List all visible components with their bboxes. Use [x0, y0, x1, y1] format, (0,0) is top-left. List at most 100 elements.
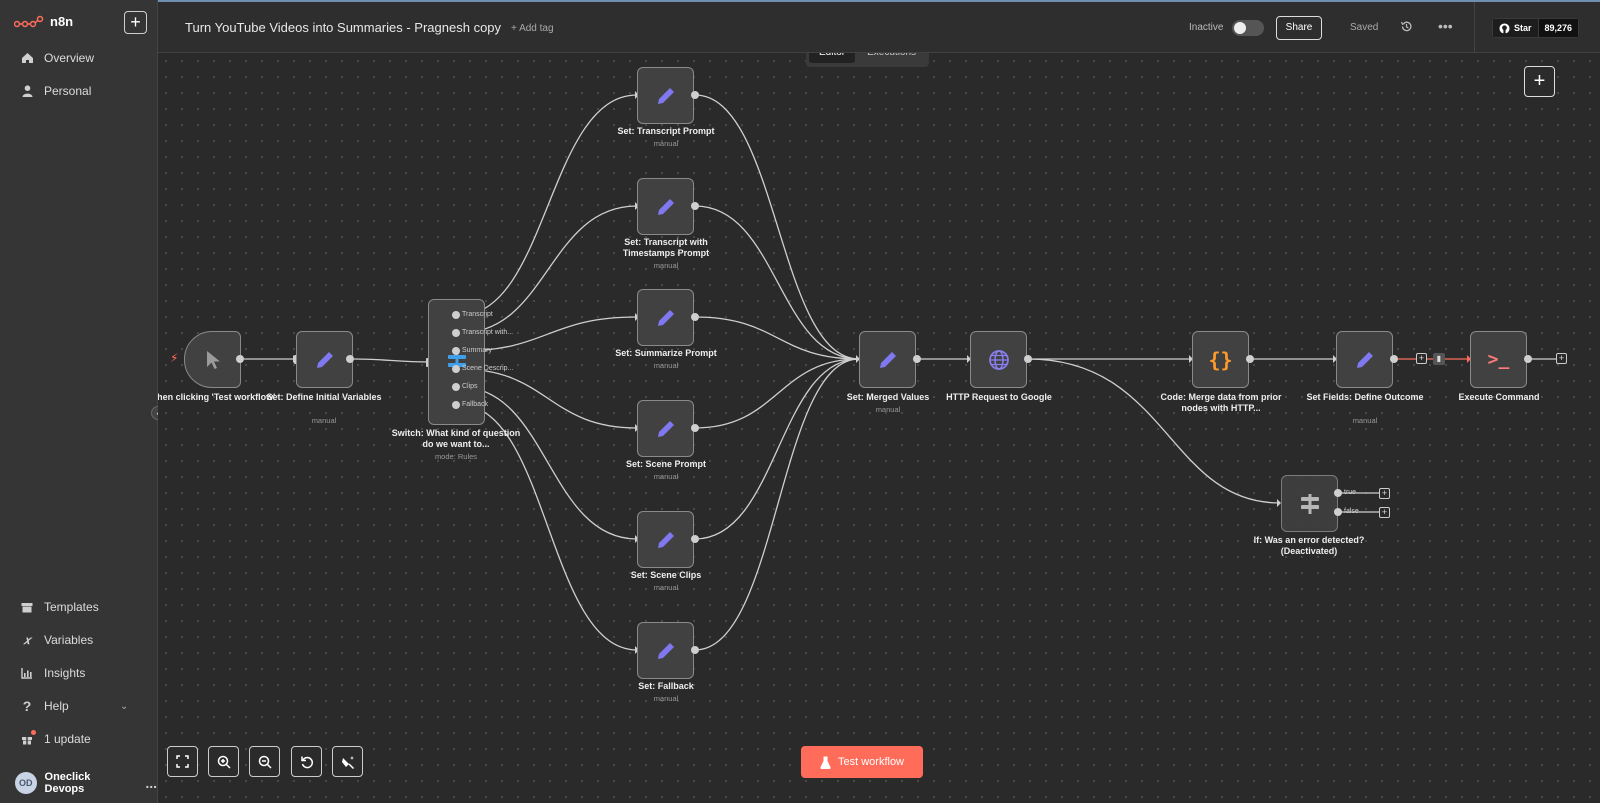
sidebar-item-variables[interactable]: 𝑥 Variables — [20, 630, 93, 650]
edge-transcript-merged — [694, 94, 860, 360]
output-label: Summary — [462, 347, 492, 354]
node-execute-command[interactable]: >_ — [1470, 331, 1527, 388]
reset-zoom-button[interactable] — [291, 746, 322, 777]
node-label: Set: Transcript with Timestamps Prompt — [622, 237, 710, 258]
node-subtitle: manual — [875, 405, 901, 414]
edge-timestamps-merged — [694, 205, 860, 360]
node-scene-prompt[interactable] — [637, 400, 694, 457]
sidebar-item-help[interactable]: ? Help — [20, 696, 69, 716]
edge-switch-summary — [459, 316, 638, 352]
pencil-icon — [657, 309, 674, 326]
add-node-button[interactable]: + — [1524, 66, 1555, 97]
pencil-icon — [657, 642, 674, 659]
sidebar-item-overview[interactable]: Overview — [20, 48, 94, 68]
sidebar-item-personal[interactable]: Personal — [20, 81, 91, 101]
zoom-in-button[interactable] — [208, 746, 239, 777]
output-port[interactable] — [691, 202, 699, 210]
sidebar-item-insights[interactable]: Insights — [20, 663, 85, 683]
add-false-branch-button[interactable]: + — [1379, 507, 1390, 518]
fit-view-button[interactable] — [167, 746, 198, 777]
output-port[interactable] — [236, 355, 244, 363]
node-label: Set: Scene Prompt — [625, 459, 707, 469]
brand-logo[interactable]: n8n — [14, 14, 73, 29]
output-label: false — [1344, 508, 1359, 515]
pencil-icon — [657, 420, 674, 437]
node-trigger[interactable] — [184, 331, 241, 388]
pencil-icon — [657, 531, 674, 548]
output-port[interactable] — [691, 535, 699, 543]
node-subtitle: manual — [653, 583, 679, 592]
add-tag-button[interactable]: + Add tag — [511, 23, 554, 34]
status-label: Inactive — [1189, 22, 1224, 33]
output-port[interactable] — [691, 91, 699, 99]
node-label: Set: Transcript Prompt — [617, 126, 715, 136]
node-scene-clips[interactable] — [637, 511, 694, 568]
user-menu[interactable]: OD Oneclick Devops ... — [15, 771, 157, 795]
undo-icon — [300, 756, 313, 768]
output-port[interactable] — [691, 424, 699, 432]
node-transcript-prompt[interactable] — [637, 67, 694, 124]
insert-node-button[interactable]: + — [1416, 353, 1427, 364]
output-port[interactable] — [1024, 355, 1032, 363]
output-label: Transcript — [462, 311, 493, 318]
active-toggle[interactable] — [1232, 20, 1264, 36]
share-button[interactable]: Share — [1276, 16, 1322, 40]
trash-icon[interactable]: ▮ — [1433, 353, 1445, 365]
edge-clips-merged — [694, 358, 860, 540]
output-port[interactable] — [691, 646, 699, 654]
output-port[interactable] — [913, 355, 921, 363]
edge-define-to-switch — [353, 358, 431, 363]
add-next-node-button[interactable]: + — [1556, 353, 1567, 364]
output-port[interactable] — [452, 365, 460, 373]
terminal-icon: >_ — [1487, 349, 1510, 370]
workflow-title[interactable]: Turn YouTube Videos into Summaries - Pra… — [185, 20, 502, 35]
chart-icon — [20, 666, 34, 680]
more-options-icon[interactable]: ••• — [1438, 18, 1453, 34]
edge-switch-transcript — [459, 94, 638, 316]
output-port[interactable] — [1246, 355, 1254, 363]
chevron-down-icon[interactable]: ⌄ — [120, 701, 129, 712]
node-if-error[interactable] — [1281, 475, 1338, 532]
github-star-text: Star — [1514, 23, 1532, 33]
sidebar-item-updates[interactable]: 1 update — [20, 729, 91, 749]
add-true-branch-button[interactable]: + — [1379, 488, 1390, 499]
node-timestamps-prompt[interactable] — [637, 178, 694, 235]
arrow-head — [1333, 355, 1337, 363]
node-fallback[interactable] — [637, 622, 694, 679]
pencil-icon — [1356, 351, 1373, 368]
zoom-out-button[interactable] — [249, 746, 280, 777]
sidebar-item-templates[interactable]: Templates — [20, 597, 99, 617]
node-summarize-prompt[interactable] — [637, 289, 694, 346]
output-port[interactable] — [691, 313, 699, 321]
tab-executions[interactable]: Executions — [857, 53, 926, 63]
output-port[interactable] — [452, 329, 460, 337]
tab-editor[interactable]: Editor — [809, 53, 856, 63]
node-code-merge[interactable]: {} — [1192, 331, 1249, 388]
node-merged-values[interactable] — [859, 331, 916, 388]
output-port[interactable] — [1524, 355, 1532, 363]
output-port[interactable] — [452, 311, 460, 319]
edge-summary-merged — [694, 316, 860, 360]
output-port[interactable] — [346, 355, 354, 363]
output-port[interactable] — [1390, 355, 1398, 363]
node-set-fields[interactable] — [1336, 331, 1393, 388]
node-http-request[interactable] — [970, 331, 1027, 388]
output-port[interactable] — [1334, 508, 1342, 516]
output-port[interactable] — [452, 347, 460, 355]
sidebar-item-label: Overview — [44, 51, 95, 65]
output-label: Fallback — [462, 401, 489, 408]
node-define-initial-variables[interactable] — [296, 331, 353, 388]
zoom-out-icon — [258, 755, 272, 769]
output-port[interactable] — [452, 401, 460, 409]
more-icon[interactable]: ... — [145, 775, 157, 791]
github-star-button[interactable]: Star 89,276 — [1492, 18, 1580, 38]
test-workflow-button[interactable]: Test workflow — [801, 746, 923, 778]
workflow-canvas[interactable]: Editor Executions + ⚡ When clicking 'Tes… — [158, 53, 1600, 803]
node-subtitle: manual — [1352, 416, 1378, 425]
output-label: Scene Descrip... — [462, 365, 514, 372]
create-button[interactable]: + — [124, 11, 147, 34]
output-port[interactable] — [1334, 489, 1342, 497]
output-port[interactable] — [452, 383, 460, 391]
tidy-up-button[interactable] — [332, 746, 363, 777]
history-icon[interactable] — [1400, 20, 1413, 36]
